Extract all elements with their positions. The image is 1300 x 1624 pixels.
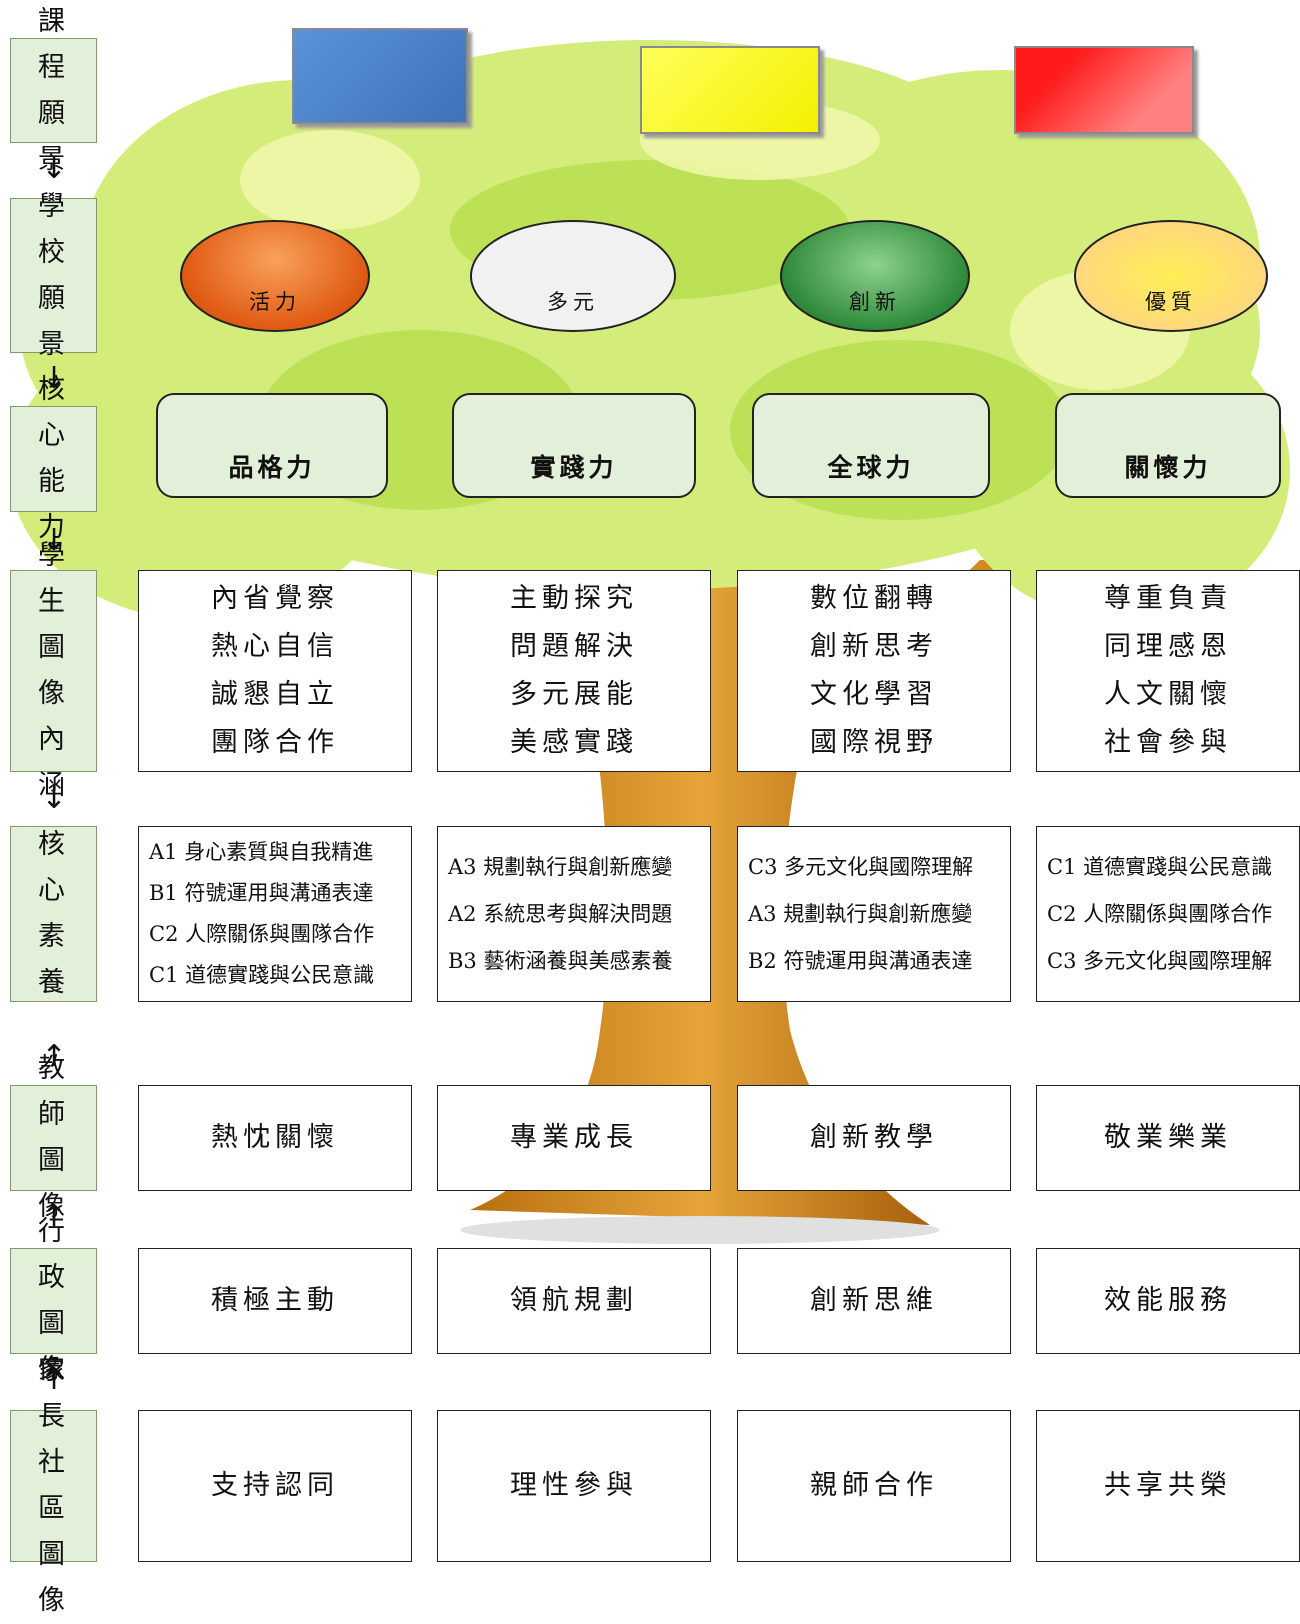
label-course-vision: 課程願景 — [10, 6, 97, 175]
student-trait: 問題解決 — [510, 631, 638, 662]
core-ability-character: 品格力 — [156, 393, 388, 498]
label-student-image: 學生圖像內涵 — [10, 540, 97, 801]
parent-box-3: 親師合作 — [737, 1410, 1011, 1562]
teacher-box-3: 創新教學 — [737, 1085, 1011, 1191]
literacy-item: C1 道德實踐與公民意識 — [149, 963, 375, 987]
teacher-box-1: 熱忱關懷 — [138, 1085, 412, 1191]
school-vision-vitality: 活力 — [180, 220, 370, 332]
label-teacher-image: 教師圖像 — [10, 1053, 97, 1222]
student-trait: 內省覺察 — [211, 583, 339, 614]
student-trait: 創新思考 — [810, 631, 938, 662]
core-ability-global: 全球力 — [752, 393, 990, 498]
parent-box-2: 理性參與 — [437, 1410, 711, 1562]
student-trait: 人文關懷 — [1104, 679, 1232, 710]
label-core-ability: 核心能力 — [10, 374, 97, 543]
student-trait: 尊重負責 — [1104, 583, 1232, 614]
admin-trait: 效能服務 — [1104, 1285, 1232, 1316]
admin-box-2: 領航規劃 — [437, 1248, 711, 1354]
arrow-down-icon: ↓ — [41, 361, 67, 396]
admin-box-1: 積極主動 — [138, 1248, 412, 1354]
student-trait: 數位翻轉 — [810, 583, 938, 614]
label-admin-image: 行政圖像 — [10, 1216, 97, 1385]
student-trait: 團隊合作 — [211, 727, 339, 758]
literacy-box-1: A1 身心素質與自我精進 B1 符號運用與溝通表達 C2 人際關係與團隊合作 C… — [138, 826, 412, 1002]
student-trait: 國際視野 — [810, 727, 938, 758]
admin-trait: 領航規劃 — [510, 1285, 638, 1316]
vision-box-yellow — [640, 46, 820, 134]
literacy-item: A1 身心素質與自我精進 — [149, 840, 374, 864]
arrow-down-icon: ↓ — [41, 781, 67, 816]
literacy-item: C3 多元文化與國際理解 — [748, 854, 974, 879]
label-parent-image: 家長社區圖像 — [10, 1355, 97, 1616]
admin-trait: 積極主動 — [211, 1285, 339, 1316]
student-trait: 美感實踐 — [510, 727, 638, 758]
parent-trait: 支持認同 — [211, 1470, 339, 1501]
literacy-item: B3 藝術涵養與美感素養 — [448, 948, 673, 973]
student-box-4: 尊重負責 同理感恩 人文關懷 社會參與 — [1036, 570, 1300, 772]
literacy-item: B2 符號運用與溝通表達 — [748, 948, 973, 973]
arrow-down-icon: ↓ — [41, 151, 67, 186]
school-vision-quality: 優質 — [1074, 220, 1268, 332]
vision-box-blue — [292, 28, 468, 124]
teacher-trait: 敬業樂業 — [1104, 1122, 1232, 1153]
parent-box-1: 支持認同 — [138, 1410, 412, 1562]
student-trait: 多元展能 — [510, 679, 638, 710]
teacher-trait: 熱忱關懷 — [211, 1122, 339, 1153]
arrow-up-icon: ↑ — [41, 1039, 67, 1074]
literacy-item: C1 道德實踐與公民意識 — [1047, 854, 1273, 879]
parent-trait: 共享共榮 — [1104, 1470, 1232, 1501]
literacy-item: A2 系統思考與解決問題 — [448, 901, 673, 926]
student-box-3: 數位翻轉 創新思考 文化學習 國際視野 — [737, 570, 1011, 772]
literacy-box-4: C1 道德實踐與公民意識 C2 人際關係與團隊合作 C3 多元文化與國際理解 — [1036, 826, 1300, 1002]
label-core-literacy: 核心素養 — [10, 826, 97, 1002]
arrow-down-icon: ↓ — [41, 523, 67, 558]
literacy-item: A3 規劃執行與創新應變 — [748, 901, 973, 926]
teacher-box-4: 敬業樂業 — [1036, 1085, 1300, 1191]
teacher-box-2: 專業成長 — [437, 1085, 711, 1191]
label-school-vision: 學校願景 — [10, 191, 97, 360]
teacher-trait: 創新教學 — [810, 1122, 938, 1153]
school-vision-innovation: 創新 — [780, 220, 970, 332]
teacher-trait: 專業成長 — [510, 1122, 638, 1153]
literacy-box-2: A3 規劃執行與創新應變 A2 系統思考與解決問題 B3 藝術涵養與美感素養 — [437, 826, 711, 1002]
arrow-up-icon: ↑ — [41, 1199, 67, 1234]
literacy-item: A3 規劃執行與創新應變 — [448, 854, 673, 879]
literacy-item: C2 人際關係與團隊合作 — [149, 922, 375, 946]
parent-trait: 親師合作 — [810, 1470, 938, 1501]
literacy-item: C3 多元文化與國際理解 — [1047, 948, 1273, 973]
parent-trait: 理性參與 — [510, 1470, 638, 1501]
core-ability-care: 關懷力 — [1055, 393, 1281, 498]
student-trait: 熱心自信 — [211, 631, 339, 662]
parent-box-4: 共享共榮 — [1036, 1410, 1300, 1562]
student-trait: 誠懇自立 — [211, 679, 339, 710]
student-trait: 文化學習 — [810, 679, 938, 710]
literacy-box-3: C3 多元文化與國際理解 A3 規劃執行與創新應變 B2 符號運用與溝通表達 — [737, 826, 1011, 1002]
student-trait: 社會參與 — [1104, 727, 1232, 758]
arrow-up-icon: ↑ — [41, 1362, 67, 1397]
vision-box-red — [1014, 46, 1194, 134]
student-box-2: 主動探究 問題解決 多元展能 美感實踐 — [437, 570, 711, 772]
admin-box-4: 效能服務 — [1036, 1248, 1300, 1354]
literacy-item: C2 人際關係與團隊合作 — [1047, 901, 1273, 926]
literacy-item: B1 符號運用與溝通表達 — [149, 881, 374, 905]
admin-box-3: 創新思維 — [737, 1248, 1011, 1354]
school-vision-diversity: 多元 — [470, 220, 676, 332]
student-box-1: 內省覺察 熱心自信 誠懇自立 團隊合作 — [138, 570, 412, 772]
admin-trait: 創新思維 — [810, 1285, 938, 1316]
student-trait: 同理感恩 — [1104, 631, 1232, 662]
student-trait: 主動探究 — [510, 583, 638, 614]
core-ability-practice: 實踐力 — [452, 393, 696, 498]
